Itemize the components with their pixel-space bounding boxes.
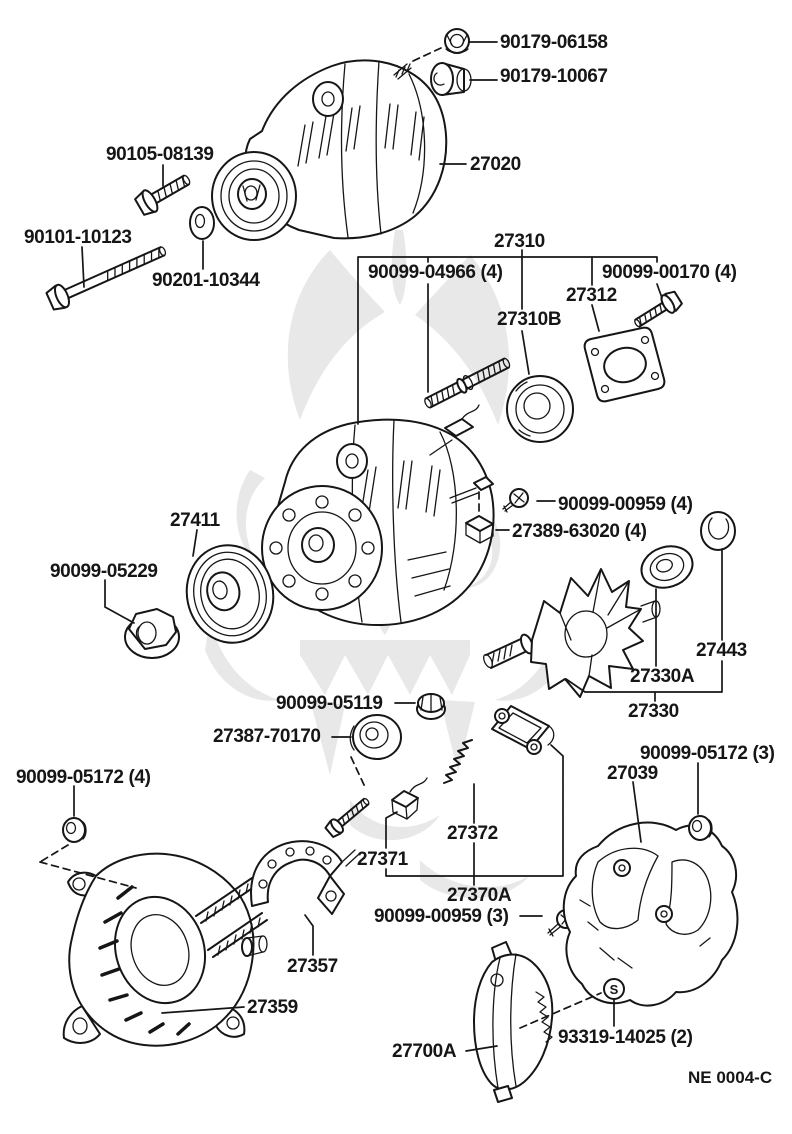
part-27310-alternator-drawing (261, 418, 495, 627)
part-93319-screw-symbol: S (603, 978, 625, 1000)
part-label-27700A: 27700A (392, 1041, 457, 1062)
part-label-90099-00959-4: 90099-00959 (4) (558, 494, 693, 515)
part-terminal-leads-drawing (429, 404, 494, 504)
part-label-27330: 27330 (628, 701, 679, 722)
part-27372-spring-drawing (443, 739, 473, 784)
part-label-90099-05229: 90099-05229 (50, 561, 158, 582)
part-27359-housing-drawing (62, 852, 268, 1047)
part-27387-insulator-drawing (349, 714, 402, 760)
part-90105-08139-bolt-drawing (134, 174, 191, 216)
part-label-27310: 27310 (494, 231, 545, 252)
part-holder-screw-drawing (324, 797, 370, 839)
part-labels: 90179-06158 90179-10067 90105-08139 27020 90… (16, 32, 775, 1087)
part-label-27372: 27372 (447, 823, 498, 844)
part-label-93319-14025-2: 93319-14025 (2) (558, 1027, 693, 1048)
part-label-27359: 27359 (247, 997, 298, 1018)
part-90099-04966-stud-drawing (424, 357, 511, 409)
part-27330-rotor-drawing (483, 568, 661, 698)
part-label-27370A: 27370A (447, 885, 512, 906)
part-27357-rectifier-drawing (250, 840, 359, 915)
part-label-27020: 27020 (470, 154, 521, 175)
part-label-90201-10344: 90201-10344 (152, 270, 260, 291)
part-label-27357: 27357 (287, 956, 338, 977)
part-label-90179-06158: 90179-06158 (500, 32, 608, 53)
screw-symbol-letter: S (610, 982, 619, 997)
part-label-90099-05172-3: 90099-05172 (3) (640, 743, 775, 764)
part-label-90099-05172-4: 90099-05172 (4) (16, 767, 151, 788)
part-90179-10067-cap-drawing (430, 62, 472, 96)
part-label-27330A: 27330A (630, 666, 695, 687)
part-label-27039: 27039 (607, 763, 658, 784)
part-90099-00959-screw-upper-drawing (502, 488, 529, 513)
part-90179-06158-nut-drawing (444, 28, 470, 54)
part-label-90099-05119: 90099-05119 (276, 693, 383, 714)
part-label-90105-08139: 90105-08139 (106, 144, 214, 165)
leader-lines (39, 41, 723, 1052)
part-27330a-bearing-drawing (640, 545, 694, 589)
part-27312-retainer-drawing (583, 326, 666, 403)
part-label-drawing-code: NE 0004-C (688, 1068, 772, 1087)
part-label-90099-00170-4: 90099-00170 (4) (602, 262, 737, 283)
part-27389-brush-drawing (465, 515, 494, 544)
part-terminal-holder-drawing (491, 705, 555, 755)
part-label-27389-63020-4: 27389-63020 (4) (512, 521, 647, 542)
part-27310b-bearing-drawing (506, 375, 574, 443)
part-label-27411: 27411 (170, 510, 221, 531)
part-27039-cover-drawing (562, 821, 739, 1007)
part-label-27310B: 27310B (497, 309, 561, 330)
part-27020-alternator-drawing (211, 59, 448, 241)
part-label-27312: 27312 (566, 285, 617, 306)
part-90099-05119-nut-drawing (416, 693, 446, 720)
part-27411-pulley-drawing (185, 544, 275, 644)
part-90099-05172-washer-right-drawing (688, 815, 713, 841)
part-90201-10344-washer-drawing (189, 206, 215, 240)
part-27443-seal-drawing (700, 511, 736, 551)
part-90099-05229-nut-drawing (124, 608, 180, 659)
part-27700a-regulator-drawing (473, 941, 554, 1103)
part-label-27371: 27371 (357, 849, 409, 870)
part-label-90179-10067: 90179-10067 (500, 66, 608, 87)
part-label-90099-00959-3: 90099-00959 (3) (374, 906, 509, 927)
part-label-90099-04966-4: 90099-04966 (4) (368, 262, 503, 283)
part-label-27443: 27443 (696, 640, 747, 661)
part-label-27387-70170: 27387-70170 (213, 726, 321, 747)
part-90101-10123-bolt-drawing (45, 246, 167, 311)
part-90099-05172-washer-left-drawing (62, 817, 87, 843)
part-90099-00170-bolt-drawing (634, 290, 683, 328)
part-label-90101-10123: 90101-10123 (24, 227, 132, 248)
part-27371-brush-drawing (391, 777, 428, 820)
